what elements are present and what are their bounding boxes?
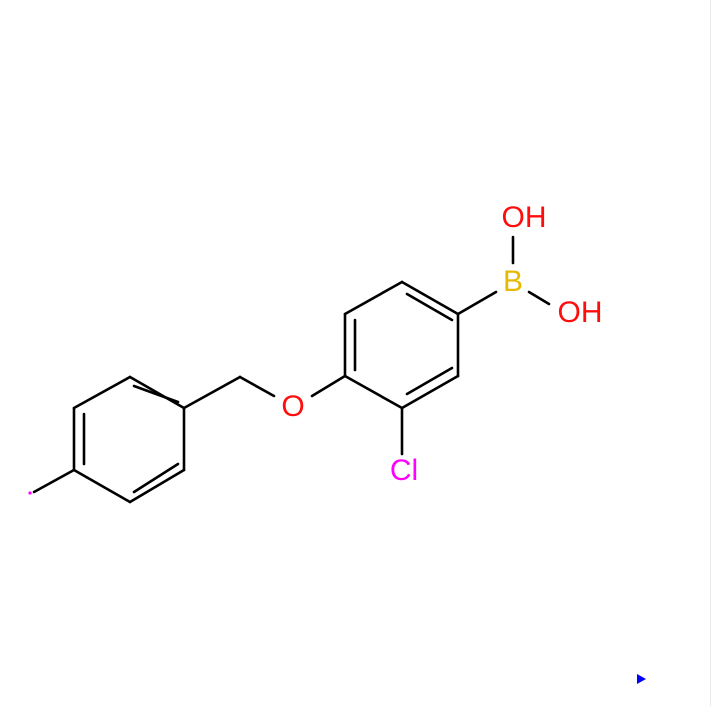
bond <box>32 468 76 494</box>
bond <box>132 462 180 494</box>
bond <box>72 468 132 504</box>
bond <box>400 374 460 410</box>
bond <box>72 375 132 410</box>
bond <box>527 290 551 306</box>
bond <box>400 280 460 316</box>
bond <box>182 375 242 410</box>
bond <box>310 374 347 398</box>
atom-label-ether-oxygen: O <box>281 390 304 423</box>
truncated-atom-marker <box>28 491 32 495</box>
viewer-edge-divider <box>710 0 711 706</box>
bond <box>343 280 404 316</box>
bond <box>238 375 276 398</box>
bond <box>343 374 404 410</box>
play-icon <box>637 674 646 684</box>
bond <box>132 384 180 404</box>
atom-label-oh-top: OH <box>502 201 547 234</box>
atom-label-chlorine: Cl <box>390 454 418 487</box>
bond <box>405 366 454 396</box>
atom-label-boron: B <box>503 265 523 298</box>
bond <box>128 375 186 410</box>
bond <box>456 290 498 316</box>
atom-label-oh-right: OH <box>558 296 603 329</box>
bond <box>128 468 186 504</box>
bond <box>405 292 454 322</box>
play-button[interactable] <box>633 671 649 687</box>
